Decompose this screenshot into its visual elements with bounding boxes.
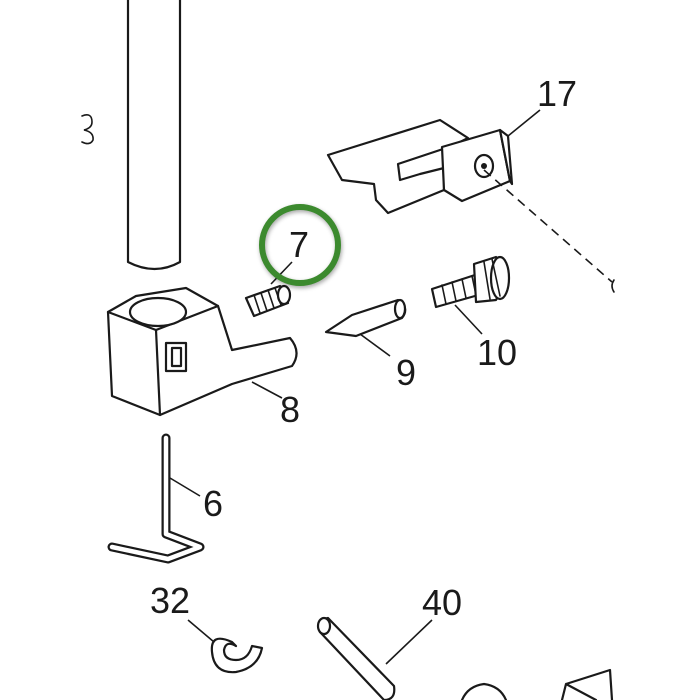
callout-7: 7 (289, 224, 309, 265)
callout-17: 17 (537, 73, 577, 114)
leader-6 (169, 477, 201, 497)
partial-label-edge (81, 114, 94, 145)
callout-40: 40 (422, 582, 462, 623)
dashed-axis-17 (483, 169, 613, 283)
callout-10: 10 (477, 332, 517, 373)
leader-7 (270, 261, 293, 285)
part-8-bracket-block (106, 286, 298, 417)
part-7-set-screw (244, 284, 292, 318)
callout-32: 32 (150, 580, 190, 621)
leader-17 (507, 109, 541, 137)
callout-9: 9 (396, 352, 416, 393)
part-6-bent-wire (107, 433, 205, 564)
part-17-fork-bracket (326, 118, 514, 215)
callout-8: 8 (280, 389, 300, 430)
highlight-ring-part-7 (259, 204, 341, 286)
leader-9 (359, 333, 391, 357)
partial-part-bottom-center (460, 682, 508, 700)
part-10-thumb-screw (430, 255, 511, 309)
leader-10 (454, 304, 483, 335)
part-32-e-clip (210, 637, 264, 674)
leader-40 (385, 619, 433, 665)
callout-6: 6 (203, 483, 223, 524)
partial-part-bottom-right (560, 668, 614, 700)
part-9-pointed-pin (324, 298, 407, 338)
partial-part-edge (611, 279, 615, 293)
vertical-shaft (126, 0, 182, 271)
leader-32 (187, 619, 215, 643)
leader-8 (251, 381, 283, 399)
part-40-pin (316, 616, 396, 700)
